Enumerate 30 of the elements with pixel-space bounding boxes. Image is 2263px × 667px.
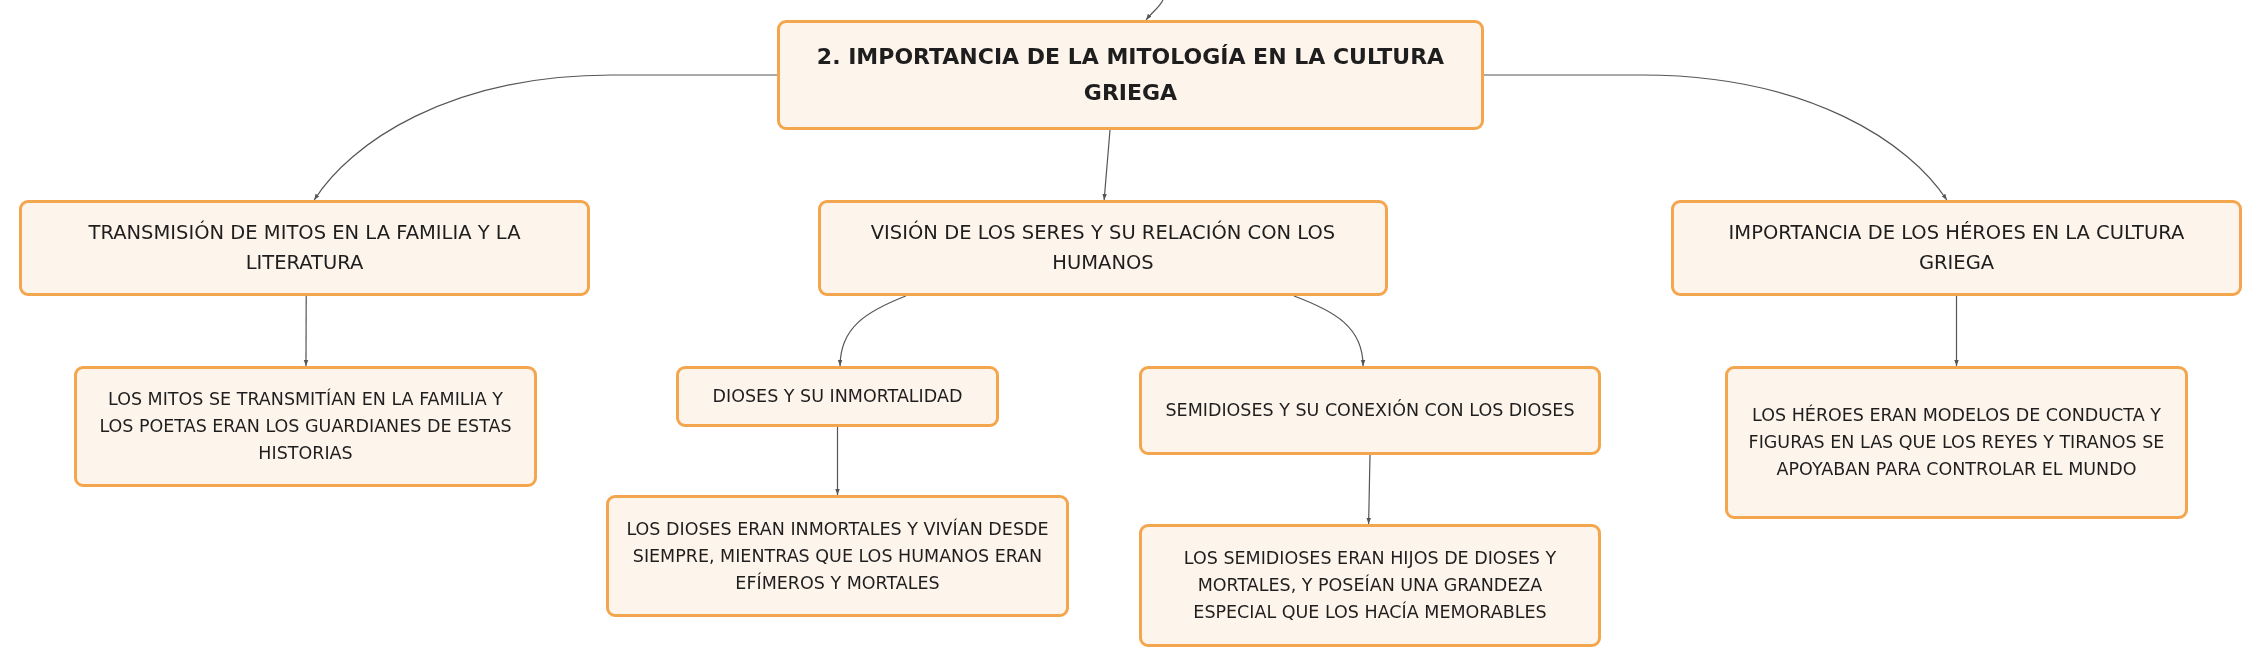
connector-arrow [1954,295,1959,367]
detail-text: LOS MITOS SE TRANSMITÍAN EN LA FAMILIA Y LOS POETAS ERAN LOS GUARDIANES DE ESTAS HISTORIAS [98,387,513,465]
central-topic-title: 2. IMPORTANCIA DE LA MITOLOGÍA EN LA CULTURA GRIEGA [815,43,1446,107]
subtopic-box [1671,200,2242,296]
subtopic-label: SEMIDIOSES Y SU CONEXIÓN CON LOS DIOSES [1165,398,1575,422]
connector-arrow [303,295,309,367]
subtopic-box [1139,366,1601,455]
connector-arrow [838,295,907,367]
subtopic-label: TRANSMISIÓN DE MITOS EN LA FAMILIA Y LA LITERATURA [87,219,522,276]
detail-text: LOS HÉROES ERAN MODELOS DE CONDUCTA Y FIGURAS EN LAS QUE LOS REYES Y TIRANOS SE APOYABAN PARA CONTROLAR EL MUNDO [1747,403,2166,481]
detail-box [1139,524,1601,647]
detail-text: LOS DIOSES ERAN INMORTALES Y VIVÍAN DESDE SIEMPRE, MIENTRAS QUE LOS HUMANOS ERAN EFÍMEROS Y MORTALES [625,517,1050,595]
detail-box [74,366,537,487]
detail-box [1725,366,2188,519]
central-topic-box [777,20,1484,130]
detail-text: LOS SEMIDIOSES ERAN HIJOS DE DIOSES Y MORTALES, Y POSEÍAN UNA GRANDEZA ESPECIAL QUE LOS HACÍA MEMORABLES [1182,547,1558,624]
connector-arrow [1102,129,1111,201]
connector-arrow [835,426,840,496]
connector-arrow [313,74,778,201]
connector-arrow [1366,454,1371,525]
subtopic-label: IMPORTANCIA DE LOS HÉROES EN LA CULTURA GRIEGA [1727,220,2186,276]
subtopic-label: DIOSES Y SU INMORTALIDAD [712,385,963,408]
connector-arrow [1293,295,1365,367]
connector-arrow [1145,0,1164,21]
detail-box [606,495,1069,617]
subtopic-box [19,200,590,296]
subtopic-box [676,366,999,427]
subtopic-box [818,200,1388,296]
connector-arrow [1483,74,1948,201]
subtopic-label: VISIÓN DE LOS SERES Y SU RELACIÓN CON LOS HUMANOS [869,219,1337,276]
